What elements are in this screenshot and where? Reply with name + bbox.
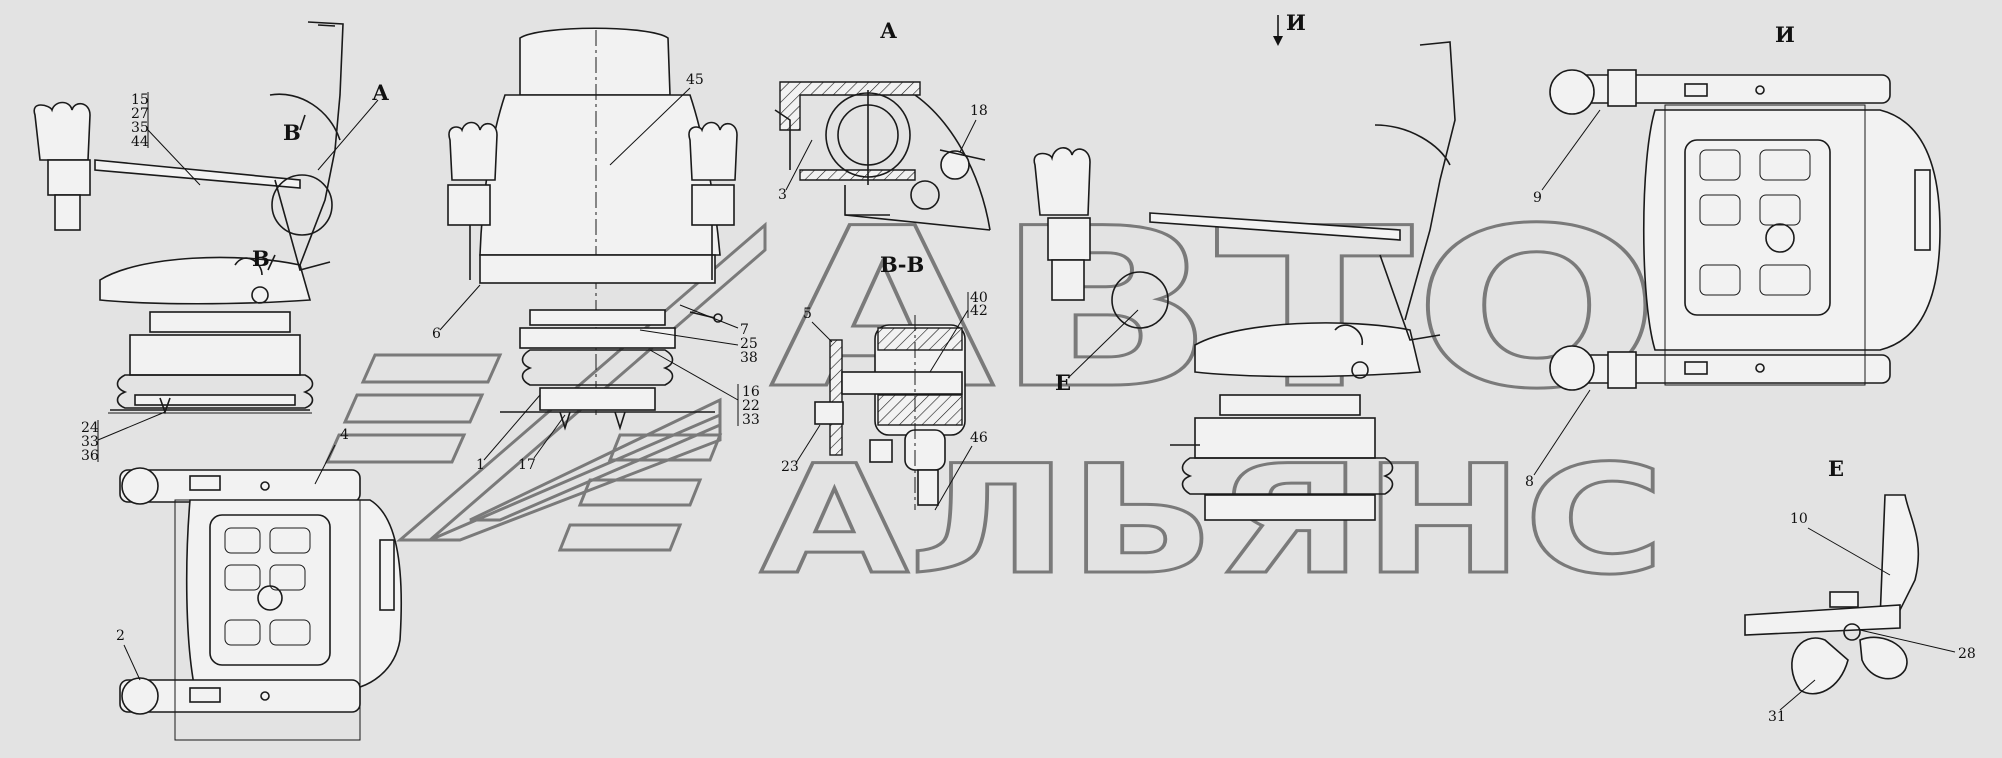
callout-2: 2 (116, 628, 125, 644)
view-label-i-arrow: И (1286, 10, 1306, 35)
callout-17: 17 (518, 457, 536, 473)
callout-18: 18 (970, 103, 988, 119)
callout-27: 27 (131, 106, 149, 122)
callout-22: 22 (742, 398, 760, 414)
detail-view-a (774, 81, 991, 231)
seat-side-view-center (1033, 15, 1456, 521)
callout-33a: 33 (81, 434, 99, 450)
joystick-front-right (688, 121, 738, 280)
callout-46: 46 (970, 430, 988, 446)
seat-top-view-right (1549, 69, 1941, 391)
joystick-front-left (447, 121, 498, 280)
view-label-e-detail: Е (1828, 456, 1844, 481)
seat-front-view (447, 27, 738, 431)
callout-3: 3 (778, 187, 787, 203)
callout-1: 1 (476, 457, 485, 473)
callout-10: 10 (1790, 511, 1808, 527)
joystick-left (33, 101, 91, 231)
callout-8: 8 (1525, 474, 1534, 490)
callout-40: 40 (970, 290, 988, 306)
detail-view-e (1744, 494, 1920, 695)
view-label-b-upper: В (283, 120, 301, 145)
callouts: 15 27 35 44 24 33 36 45 6 1 17 7 25 38 1… (81, 72, 1976, 725)
view-labels: А А В-В И И Е В В Е (252, 10, 1844, 481)
view-label-a-detail: А (880, 18, 897, 43)
callout-36: 36 (81, 448, 99, 464)
callout-35: 35 (131, 120, 149, 136)
callout-31: 31 (1768, 709, 1786, 725)
callout-38: 38 (740, 350, 758, 366)
callout-16: 16 (742, 384, 760, 400)
callout-6: 6 (432, 326, 441, 342)
callout-24: 24 (81, 420, 99, 436)
callout-28: 28 (1958, 646, 1976, 662)
callout-7: 7 (740, 322, 749, 338)
callout-9: 9 (1533, 190, 1542, 206)
callout-5: 5 (803, 306, 812, 322)
callout-15: 15 (131, 92, 149, 108)
seat-side-view-left (33, 21, 344, 415)
view-label-a-left: А (372, 80, 389, 105)
seat-top-view-left (119, 467, 403, 741)
view-label-i-detail: И (1775, 22, 1795, 47)
callout-44: 44 (131, 134, 149, 150)
callout-4: 4 (340, 427, 349, 443)
view-label-e-mark: Е (1055, 370, 1071, 395)
joystick-center (1033, 147, 1091, 301)
callout-33b: 33 (742, 412, 760, 428)
view-label-b-lower: В (252, 246, 270, 271)
watermark-line2: АЛЬЯНС (760, 434, 1665, 608)
callout-45: 45 (686, 72, 704, 88)
callout-25: 25 (740, 336, 758, 352)
callout-42: 42 (970, 303, 988, 319)
callout-23: 23 (781, 459, 799, 475)
view-label-bb: В-В (880, 252, 924, 277)
